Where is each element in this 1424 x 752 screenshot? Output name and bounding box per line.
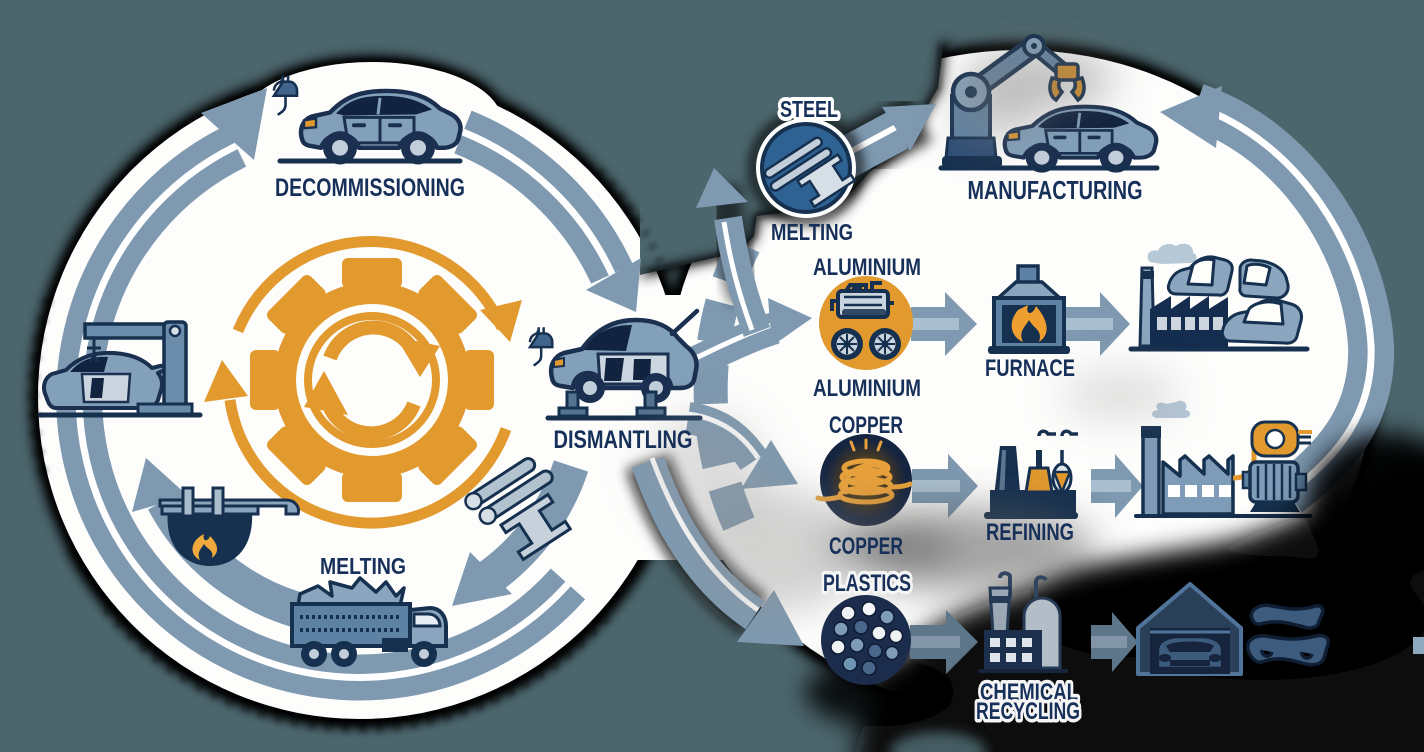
svg-text:DECOMMISSIONING: DECOMMISSIONING xyxy=(275,174,465,202)
svg-text:MANUFACTURING: MANUFACTURING xyxy=(968,175,1143,205)
svg-text:STEEL: STEEL xyxy=(780,96,838,122)
svg-text:REFINING: REFINING xyxy=(986,519,1074,546)
svg-text:ALUMINIUM: ALUMINIUM xyxy=(813,375,921,402)
svg-text:COPPER: COPPER xyxy=(829,412,903,439)
svg-text:RECYCLING: RECYCLING xyxy=(976,698,1080,725)
svg-text:CHEMICAL: CHEMICAL xyxy=(980,679,1078,706)
svg-text:FURNACE: FURNACE xyxy=(985,355,1075,382)
svg-text:DISMANTLING: DISMANTLING xyxy=(554,426,693,454)
svg-text:ALUMINIUM: ALUMINIUM xyxy=(813,254,921,281)
svg-text:COPPER: COPPER xyxy=(829,533,903,560)
svg-text:MELTING: MELTING xyxy=(320,553,406,579)
svg-text:MELTING: MELTING xyxy=(771,219,853,245)
svg-text:PLASTICS: PLASTICS xyxy=(823,570,911,597)
